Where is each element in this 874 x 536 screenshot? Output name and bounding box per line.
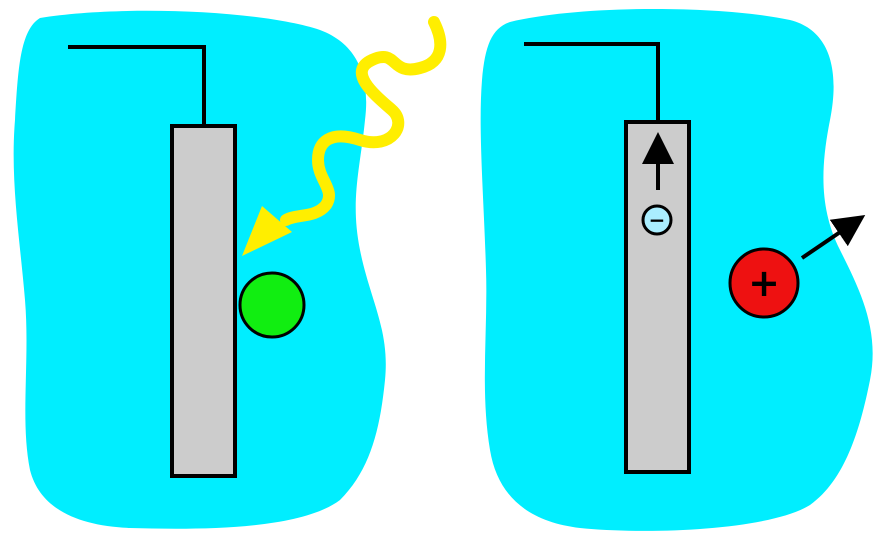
left-electrode-wire [68, 45, 206, 126]
cation-up-right-arrow-icon [800, 215, 866, 260]
right-panel: − + [480, 8, 873, 531]
right-electrode-wire [524, 42, 660, 122]
left-panel [13, 10, 447, 529]
electron-symbol: − [649, 208, 666, 232]
light-ray-icon [280, 16, 447, 226]
cation-symbol: + [748, 261, 780, 305]
electron [641, 204, 673, 236]
light-ray-arrowhead-icon [242, 206, 292, 256]
left-electrode [170, 124, 237, 478]
dye-molecule [238, 271, 306, 339]
cation [728, 247, 800, 319]
